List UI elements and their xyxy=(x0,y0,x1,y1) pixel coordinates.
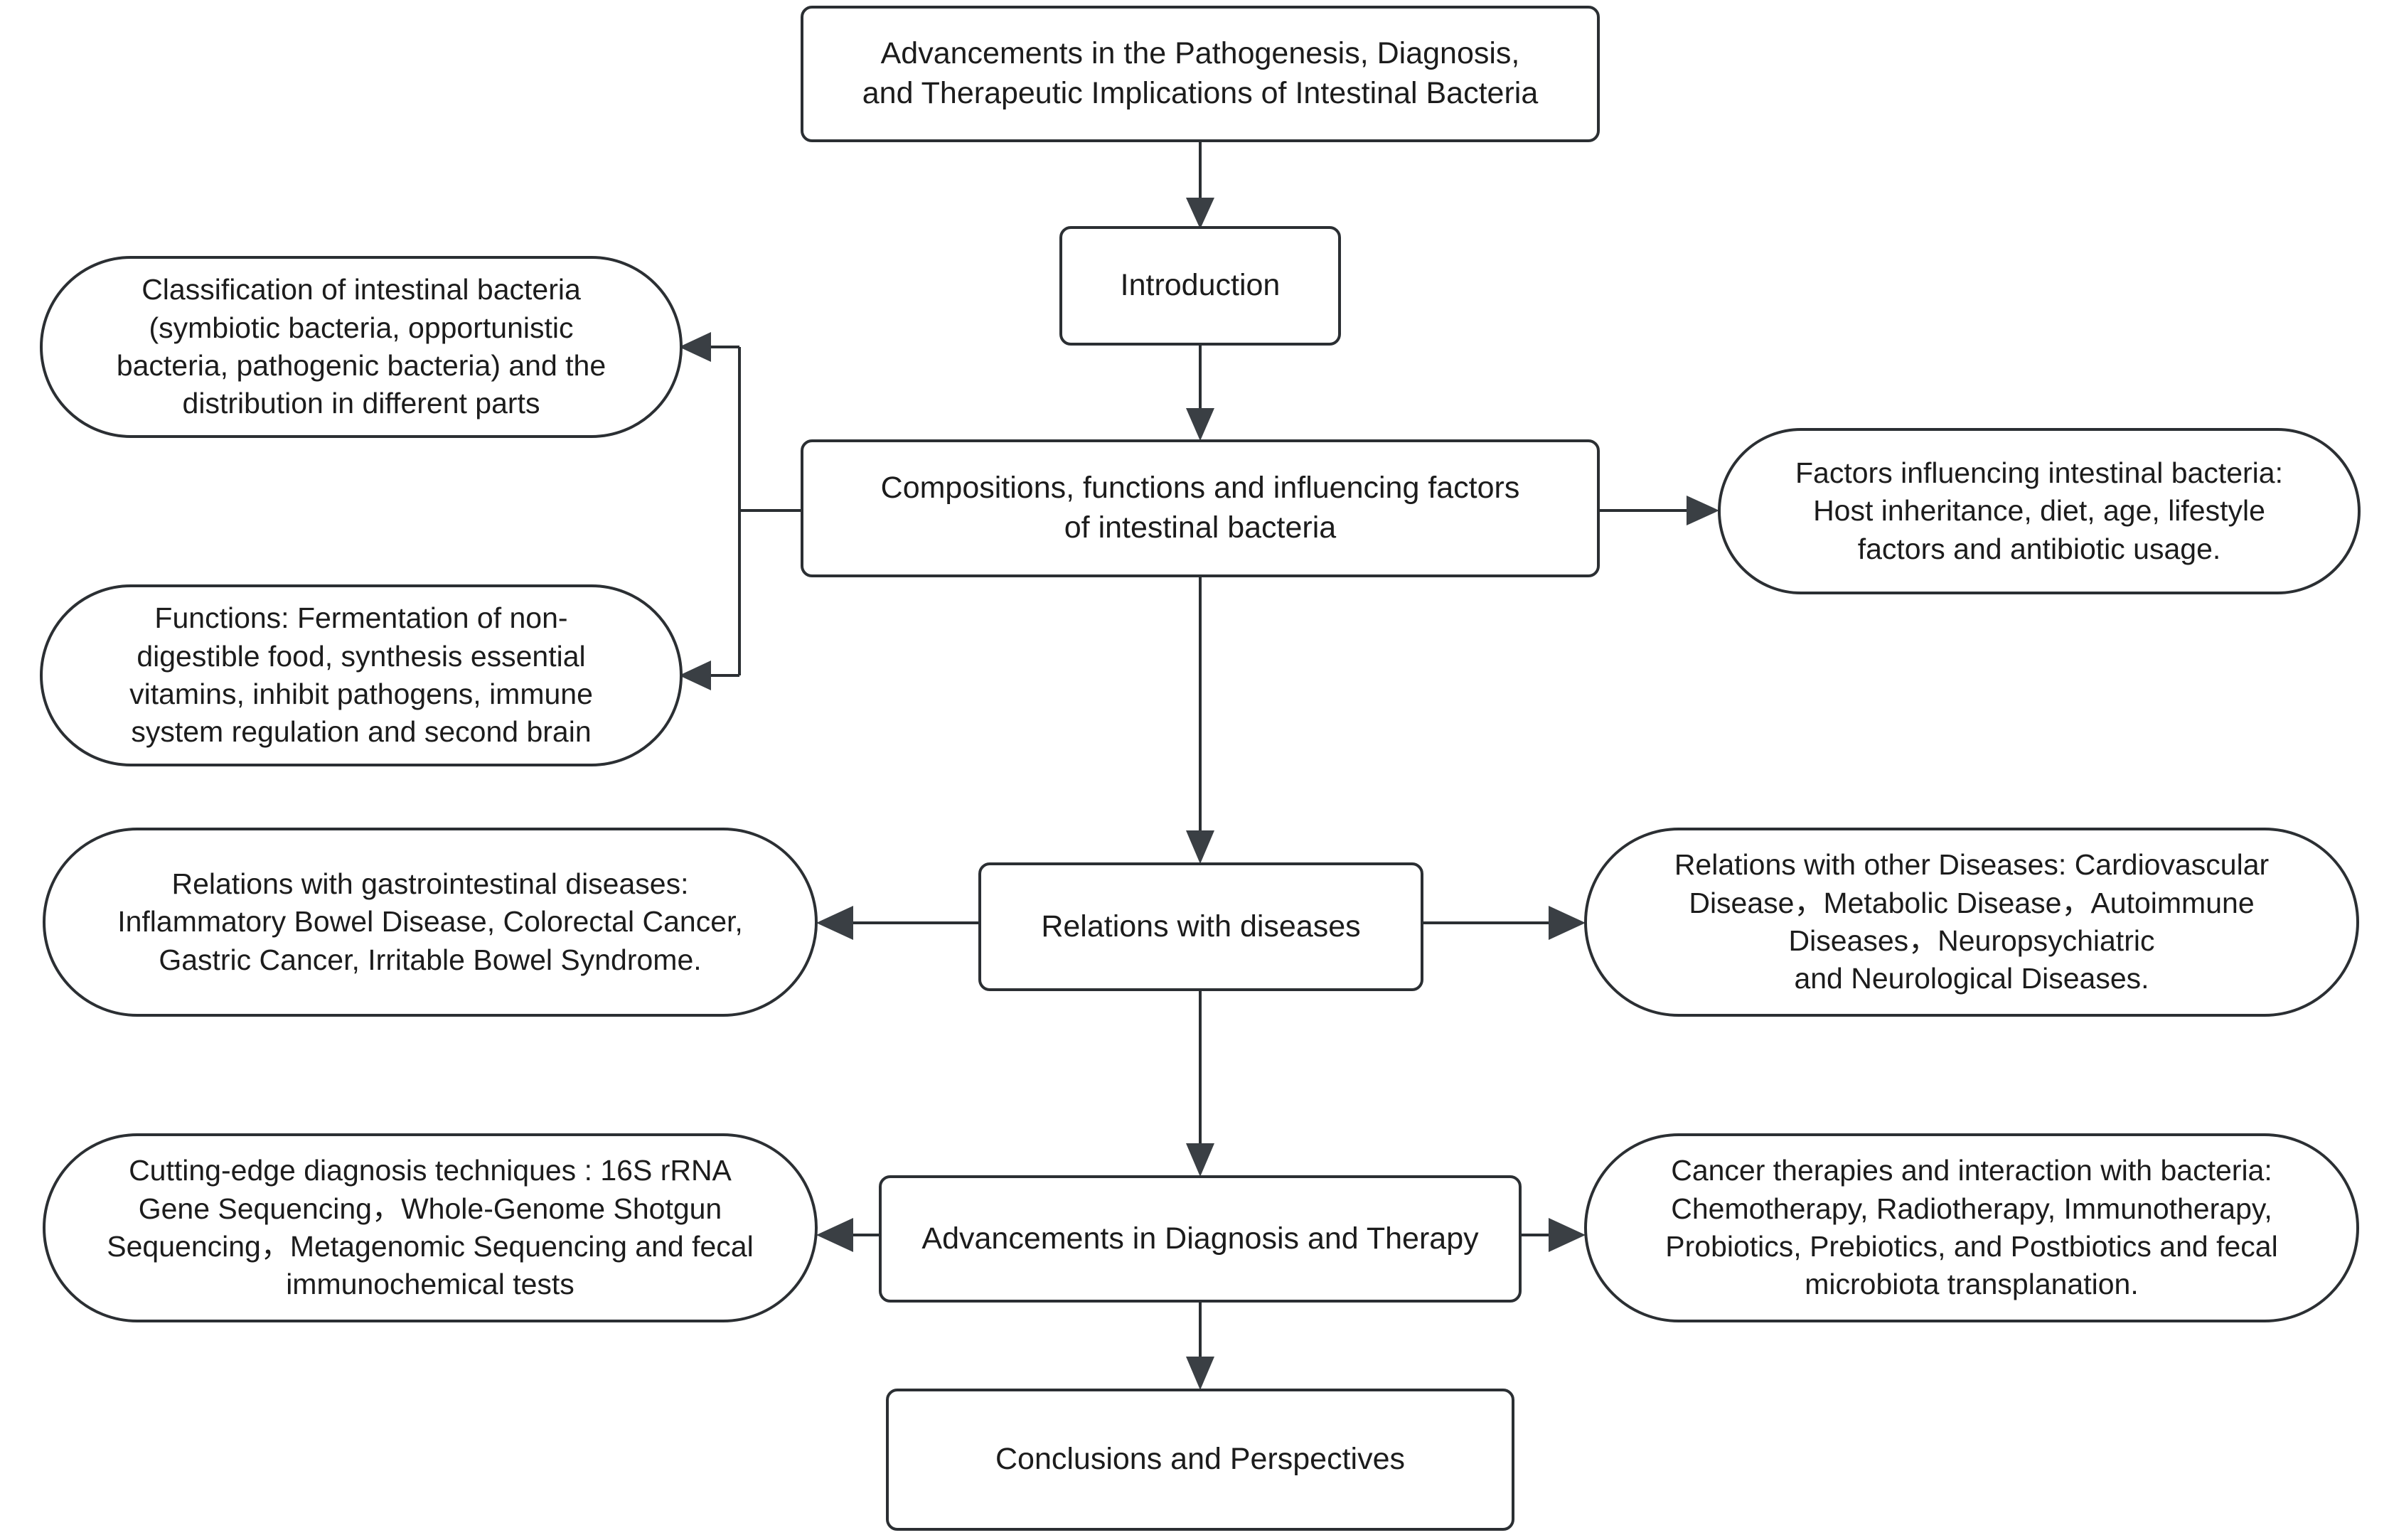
node-shape-compositions[interactable] xyxy=(801,439,1600,577)
node-shape-relations-diseases[interactable] xyxy=(978,862,1423,991)
node-shape-title[interactable] xyxy=(801,6,1600,142)
node-shape-factors[interactable] xyxy=(1718,428,2361,594)
arrowhead-right-cancer xyxy=(1549,1218,1586,1252)
node-shape-cancer-therapies[interactable] xyxy=(1584,1133,2359,1322)
connector-layer xyxy=(679,141,1719,1390)
arrowhead-down-compositions xyxy=(1186,408,1214,441)
arrowhead-left-functions xyxy=(679,661,711,690)
node-shape-other-diseases[interactable] xyxy=(1584,828,2359,1017)
node-shape-layer xyxy=(40,6,2361,1531)
node-shape-diagnosis-techniques[interactable] xyxy=(43,1133,818,1322)
node-shape-conclusions[interactable] xyxy=(886,1389,1514,1531)
arrowhead-left-classification xyxy=(679,332,711,362)
arrowhead-left-gastrointestinal xyxy=(816,906,853,940)
node-shape-functions[interactable] xyxy=(40,584,683,766)
arrowhead-down-introduction xyxy=(1186,198,1214,229)
arrowhead-left-diagnosis xyxy=(816,1218,853,1252)
node-shape-gastrointestinal[interactable] xyxy=(43,828,818,1017)
arrowhead-down-relations xyxy=(1186,830,1214,864)
node-shape-advancements-dx-tx[interactable] xyxy=(879,1175,1522,1303)
node-shape-classification[interactable] xyxy=(40,256,683,438)
arrowhead-right-factors xyxy=(1687,496,1719,525)
node-shape-introduction[interactable] xyxy=(1059,226,1341,346)
arrowhead-down-advancements xyxy=(1186,1143,1214,1177)
arrowhead-down-conclusions xyxy=(1186,1357,1214,1390)
arrowhead-right-other-diseases xyxy=(1549,906,1586,940)
